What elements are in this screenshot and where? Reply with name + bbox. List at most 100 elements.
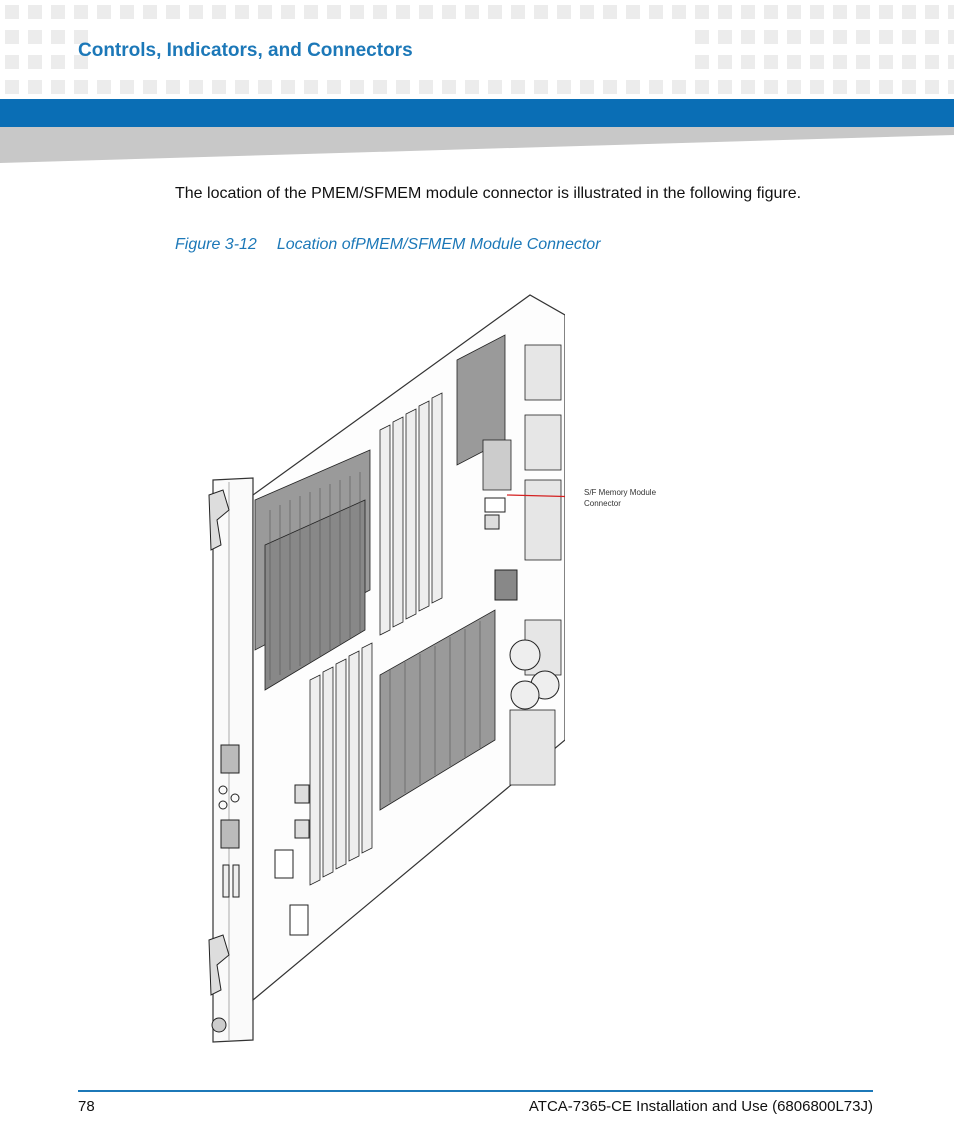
pattern-square	[419, 5, 433, 19]
pattern-square	[695, 30, 709, 44]
pattern-square	[120, 5, 134, 19]
pattern-square	[695, 80, 709, 94]
pattern-square	[764, 55, 778, 69]
pattern-square	[695, 55, 709, 69]
pattern-square	[741, 80, 755, 94]
pattern-square	[902, 80, 916, 94]
pattern-square	[948, 30, 954, 44]
pattern-square	[166, 80, 180, 94]
pattern-square	[74, 5, 88, 19]
pattern-square	[856, 55, 870, 69]
header-blue-bar	[0, 99, 954, 127]
pattern-square	[879, 5, 893, 19]
pattern-square	[51, 30, 65, 44]
pattern-square	[810, 5, 824, 19]
pattern-square	[718, 30, 732, 44]
pattern-square	[28, 30, 42, 44]
pattern-square	[695, 5, 709, 19]
pattern-square	[51, 55, 65, 69]
callout-line-2: Connector	[584, 499, 621, 508]
pattern-square	[465, 80, 479, 94]
board-illustration	[208, 294, 565, 1043]
pattern-square	[879, 55, 893, 69]
pattern-square	[74, 80, 88, 94]
pattern-square	[350, 5, 364, 19]
pattern-square	[534, 5, 548, 19]
pattern-square	[235, 80, 249, 94]
pattern-square	[672, 5, 686, 19]
pattern-square	[97, 5, 111, 19]
pattern-square	[511, 80, 525, 94]
pattern-square	[143, 5, 157, 19]
pattern-square	[166, 5, 180, 19]
pattern-square	[442, 80, 456, 94]
pattern-square	[488, 80, 502, 94]
pattern-square	[672, 80, 686, 94]
pattern-square	[810, 55, 824, 69]
pattern-square	[856, 80, 870, 94]
pattern-square	[787, 30, 801, 44]
callout-line-1: S/F Memory Module	[584, 488, 657, 497]
pattern-square	[465, 5, 479, 19]
pattern-square	[948, 5, 954, 19]
pattern-square	[856, 5, 870, 19]
pattern-square	[879, 80, 893, 94]
pattern-square	[810, 80, 824, 94]
pattern-square	[5, 55, 19, 69]
pattern-square	[442, 5, 456, 19]
pattern-square	[120, 80, 134, 94]
pattern-square	[212, 5, 226, 19]
header-grey-wedge	[0, 127, 954, 163]
pattern-square	[534, 80, 548, 94]
pattern-square	[258, 5, 272, 19]
pattern-square	[304, 80, 318, 94]
pattern-square	[833, 30, 847, 44]
pattern-square	[649, 5, 663, 19]
pattern-square	[212, 80, 226, 94]
footer-rule	[78, 1090, 873, 1092]
pattern-square	[5, 30, 19, 44]
pattern-square	[557, 80, 571, 94]
pattern-square	[235, 5, 249, 19]
pattern-square	[764, 5, 778, 19]
pattern-square	[51, 5, 65, 19]
pattern-square	[557, 5, 571, 19]
pattern-square	[28, 80, 42, 94]
pattern-square	[5, 80, 19, 94]
pattern-square	[189, 5, 203, 19]
pattern-square	[787, 55, 801, 69]
header-pattern	[0, 0, 954, 96]
pattern-square	[143, 80, 157, 94]
pattern-square	[902, 55, 916, 69]
pattern-square	[741, 5, 755, 19]
pattern-square	[327, 5, 341, 19]
pattern-square	[948, 55, 954, 69]
pattern-square	[741, 30, 755, 44]
pattern-square	[603, 80, 617, 94]
pattern-square	[189, 80, 203, 94]
pattern-square	[74, 30, 88, 44]
pattern-square	[97, 80, 111, 94]
pattern-square	[74, 55, 88, 69]
pattern-square	[373, 5, 387, 19]
figure-caption-text: Location ofPMEM/SFMEM Module Connector	[276, 236, 601, 253]
pattern-square	[281, 80, 295, 94]
pattern-square	[925, 30, 939, 44]
document-title: ATCA-7365-CE Installation and Use (68068…	[528, 1098, 873, 1115]
page-number: 78	[78, 1098, 95, 1115]
pattern-square	[833, 80, 847, 94]
pattern-square	[948, 80, 954, 94]
pattern-square	[856, 30, 870, 44]
pattern-square	[396, 80, 410, 94]
connector-callout: S/F Memory Module Connector	[584, 487, 656, 509]
pattern-square	[902, 30, 916, 44]
pattern-square	[28, 5, 42, 19]
pattern-square	[373, 80, 387, 94]
pattern-square	[327, 80, 341, 94]
pattern-square	[718, 55, 732, 69]
pattern-square	[925, 55, 939, 69]
pattern-square	[396, 5, 410, 19]
pattern-square	[626, 5, 640, 19]
pattern-square	[718, 5, 732, 19]
